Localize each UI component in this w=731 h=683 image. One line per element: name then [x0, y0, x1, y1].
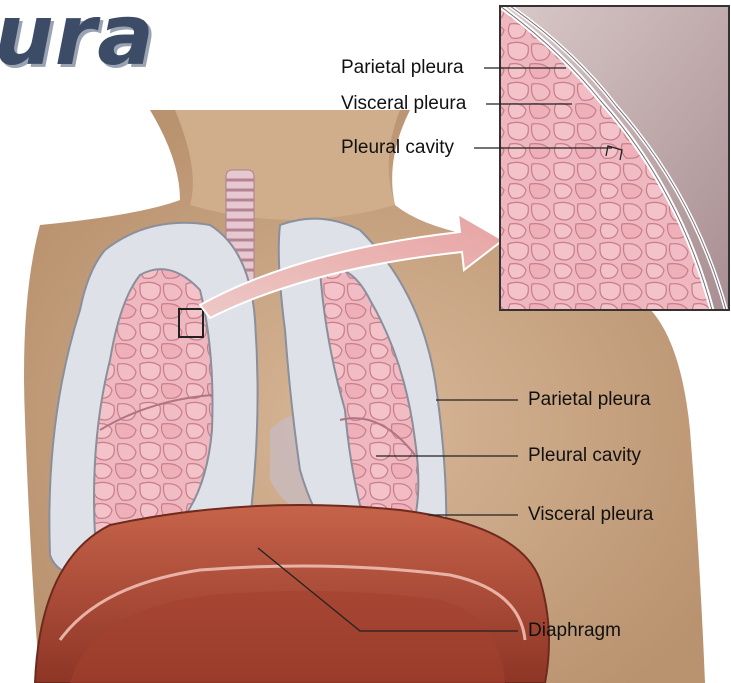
label-parietal-pleura: Parietal pleura [528, 390, 651, 409]
label-visceral-pleura: Visceral pleura [528, 505, 653, 524]
inset-magnified-view [500, 6, 729, 310]
neck [175, 110, 400, 220]
label-pleural-cavity: Pleural cavity [528, 446, 641, 465]
inset-label-visceral-pleura: Visceral pleura [341, 94, 466, 113]
inset-label-parietal-pleura: Parietal pleura [341, 58, 464, 77]
inset-label-pleural-cavity: Pleural cavity [341, 138, 454, 157]
label-diaphragm: Diaphragm [528, 621, 621, 640]
page-title: ura [0, 0, 155, 84]
